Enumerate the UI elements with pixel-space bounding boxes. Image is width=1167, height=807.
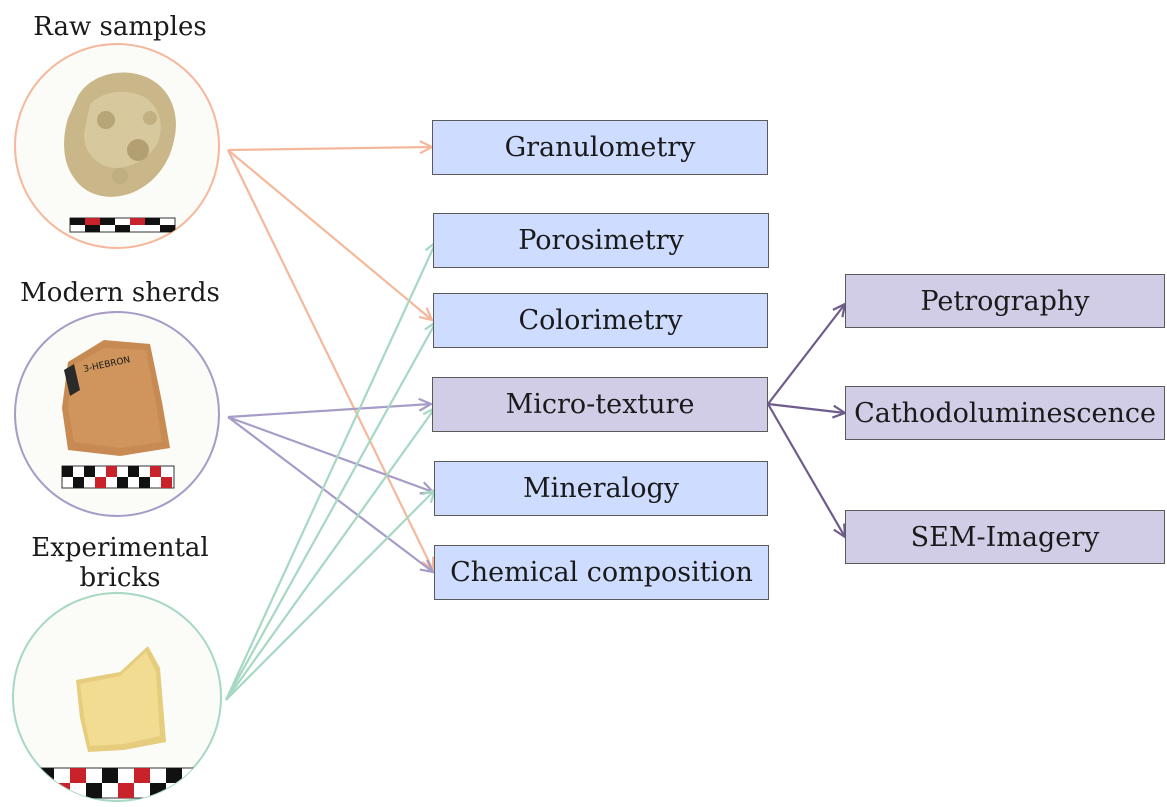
arrow-sherds-to-micro-texture bbox=[227, 397, 434, 419]
mineralogy-box: Mineralogy bbox=[434, 461, 768, 516]
micro-texture-box: Micro-texture bbox=[432, 377, 768, 432]
colorimetry-box: Colorimetry bbox=[433, 293, 768, 348]
arrow-sherds-to-chemical bbox=[227, 416, 435, 574]
arrow-micro-to-cathodoluminescence bbox=[767, 402, 848, 419]
raw-samples-scale-bar bbox=[69, 217, 176, 233]
arrow-bricks-to-mineralogy bbox=[225, 488, 437, 701]
modern-sherds-photo: 3-HEBRON bbox=[14, 311, 220, 517]
experimental-bricks-label: Experimental bricks bbox=[31, 533, 209, 593]
experimental-bricks-scale-bar bbox=[37, 767, 199, 799]
petrography-box: Petrography bbox=[845, 274, 1165, 328]
modern-sherds-scale-bar bbox=[61, 465, 175, 489]
connection-arrows bbox=[225, 140, 848, 701]
cathodoluminescence-box: Cathodoluminescence bbox=[845, 386, 1165, 440]
arrow-bricks-to-micro-texture bbox=[225, 405, 437, 701]
raw-samples-photo bbox=[14, 43, 220, 249]
arrow-bricks-to-porosimetry bbox=[225, 239, 438, 701]
granulometry-box: Granulometry bbox=[432, 120, 768, 175]
arrow-micro-to-petrography bbox=[767, 302, 847, 405]
arrow-raw-to-colorimetry bbox=[227, 149, 434, 322]
sem-imagery-box: SEM-Imagery bbox=[845, 510, 1165, 564]
arrow-raw-to-chemical bbox=[227, 149, 435, 573]
chemical-composition-box: Chemical composition bbox=[434, 545, 769, 600]
arrow-raw-to-granulometry bbox=[227, 140, 435, 155]
arrow-micro-to-sem bbox=[767, 403, 847, 540]
experimental-bricks-photo bbox=[12, 592, 222, 802]
porosimetry-box: Porosimetry bbox=[433, 213, 769, 268]
modern-sherds-label: Modern sherds bbox=[20, 278, 220, 308]
raw-samples-label: Raw samples bbox=[33, 12, 207, 42]
